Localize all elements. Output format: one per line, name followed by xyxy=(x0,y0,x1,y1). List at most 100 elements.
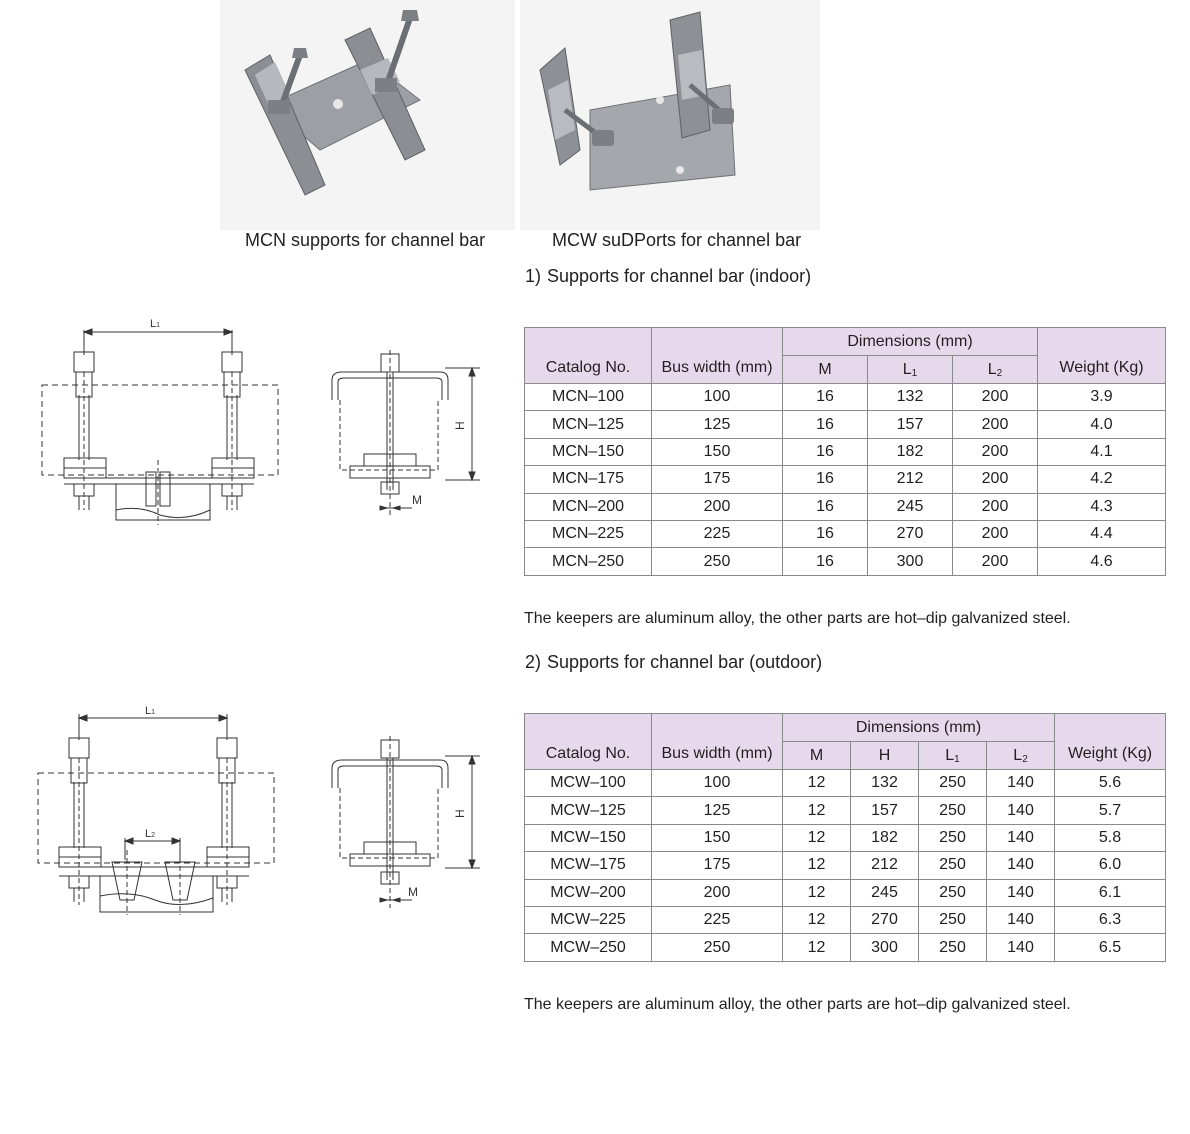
cell-m: 12 xyxy=(782,905,851,935)
indoor-header-dimensions: Dimensions (mm) xyxy=(781,327,1039,356)
outdoor-header-m: M xyxy=(782,741,851,770)
cell-bus-width: 225 xyxy=(651,905,783,935)
cell-weight: 4.3 xyxy=(1037,492,1167,521)
cell-l1: 250 xyxy=(918,905,987,935)
cell-l2: 140 xyxy=(985,768,1056,798)
cell-bus-width: 100 xyxy=(651,382,783,412)
cell-bus-width: 150 xyxy=(651,823,783,853)
cell-weight: 6.1 xyxy=(1054,878,1167,907)
cell-catalog: MCW–200 xyxy=(524,878,652,907)
cell-l2: 200 xyxy=(951,547,1039,576)
indoor-section-title: 1)Supports for channel bar (indoor) xyxy=(525,266,811,287)
cell-m: 16 xyxy=(782,465,868,494)
cell-weight: 6.0 xyxy=(1054,851,1167,880)
cell-catalog: MCW–175 xyxy=(524,851,652,880)
cell-catalog: MCW–225 xyxy=(524,905,652,935)
cell-m: 16 xyxy=(782,382,868,412)
indoor-header-l1: L1 xyxy=(867,355,953,384)
mcn-side-h-label: H xyxy=(453,421,467,430)
indoor-header-bus-width: Bus width (mm) xyxy=(651,327,783,384)
mcw-side-drawing: H M xyxy=(331,736,480,908)
cell-l2: 200 xyxy=(951,492,1039,521)
cell-l1: 300 xyxy=(867,547,953,576)
cell-catalog: MCN–175 xyxy=(524,465,652,494)
mcw-front-l1-label: L1 xyxy=(145,705,155,717)
cell-h: 182 xyxy=(850,823,919,853)
outdoor-header-l1: L1 xyxy=(918,741,987,770)
cell-weight: 4.0 xyxy=(1037,410,1167,439)
cell-l1: 270 xyxy=(867,519,953,549)
mcw-photo xyxy=(520,0,820,230)
indoor-section-text: Supports for channel bar (indoor) xyxy=(547,266,812,286)
cell-h: 245 xyxy=(850,878,919,907)
cell-l2: 140 xyxy=(985,933,1056,962)
indoor-spec-table: Catalog No. Bus width (mm) Dimensions (m… xyxy=(524,327,1167,576)
cell-catalog: MCN–100 xyxy=(524,382,652,412)
cell-bus-width: 150 xyxy=(651,437,783,467)
cell-weight: 4.4 xyxy=(1037,519,1167,549)
cell-bus-width: 125 xyxy=(651,410,783,439)
cell-bus-width: 250 xyxy=(651,933,783,962)
cell-l2: 140 xyxy=(985,823,1056,853)
outdoor-spec-table: Catalog No. Bus width (mm) Dimensions (m… xyxy=(524,713,1167,962)
cell-weight: 6.3 xyxy=(1054,905,1167,935)
cell-l2: 200 xyxy=(951,465,1039,494)
cell-l2: 140 xyxy=(985,878,1056,907)
cell-bus-width: 125 xyxy=(651,796,783,825)
cell-h: 132 xyxy=(850,768,919,798)
cell-m: 12 xyxy=(782,851,851,880)
mcn-photo-caption: MCN supports for channel bar xyxy=(245,230,486,250)
cell-catalog: MCW–250 xyxy=(524,933,652,962)
mcn-front-l1-label: L1 xyxy=(150,318,160,330)
cell-catalog: MCW–100 xyxy=(524,768,652,798)
cell-catalog: MCW–125 xyxy=(524,796,652,825)
mcn-front-drawing: L1 xyxy=(41,318,279,525)
cell-l1: 212 xyxy=(867,465,953,494)
cell-l1: 245 xyxy=(867,492,953,521)
mcw-photo-caption: MCW suDPorts for channel bar xyxy=(552,230,802,250)
mcn-photo xyxy=(220,0,515,230)
cell-bus-width: 200 xyxy=(651,492,783,521)
outdoor-section-title: 2)Supports for channel bar (outdoor) xyxy=(525,652,822,673)
outdoor-header-h: H xyxy=(850,741,919,770)
cell-l1: 250 xyxy=(918,768,987,798)
mcn-side-m-label: M xyxy=(412,493,422,507)
cell-m: 16 xyxy=(782,519,868,549)
cell-weight: 4.1 xyxy=(1037,437,1167,467)
mcw-side-h-label: H xyxy=(453,809,467,818)
cell-l2: 200 xyxy=(951,382,1039,412)
cell-m: 12 xyxy=(782,823,851,853)
cell-h: 157 xyxy=(850,796,919,825)
cell-catalog: MCW–150 xyxy=(524,823,652,853)
cell-weight: 5.6 xyxy=(1054,768,1167,798)
cell-bus-width: 100 xyxy=(651,768,783,798)
cell-m: 12 xyxy=(782,768,851,798)
cell-weight: 5.7 xyxy=(1054,796,1167,825)
cell-weight: 5.8 xyxy=(1054,823,1167,853)
cell-catalog: MCN–200 xyxy=(524,492,652,521)
indoor-header-l2: L2 xyxy=(951,355,1039,384)
mcw-side-m-label: M xyxy=(408,885,418,899)
cell-m: 16 xyxy=(782,437,868,467)
cell-bus-width: 175 xyxy=(651,465,783,494)
outdoor-header-bus-width: Bus width (mm) xyxy=(651,713,783,770)
cell-bus-width: 225 xyxy=(651,519,783,549)
cell-bus-width: 250 xyxy=(651,547,783,576)
cell-l1: 250 xyxy=(918,823,987,853)
cell-catalog: MCN–125 xyxy=(524,410,652,439)
cell-h: 270 xyxy=(850,905,919,935)
cell-catalog: MCN–225 xyxy=(524,519,652,549)
mcw-front-drawing: L1 L2 xyxy=(37,705,275,915)
cell-l1: 250 xyxy=(918,851,987,880)
cell-bus-width: 200 xyxy=(651,878,783,907)
cell-weight: 4.2 xyxy=(1037,465,1167,494)
